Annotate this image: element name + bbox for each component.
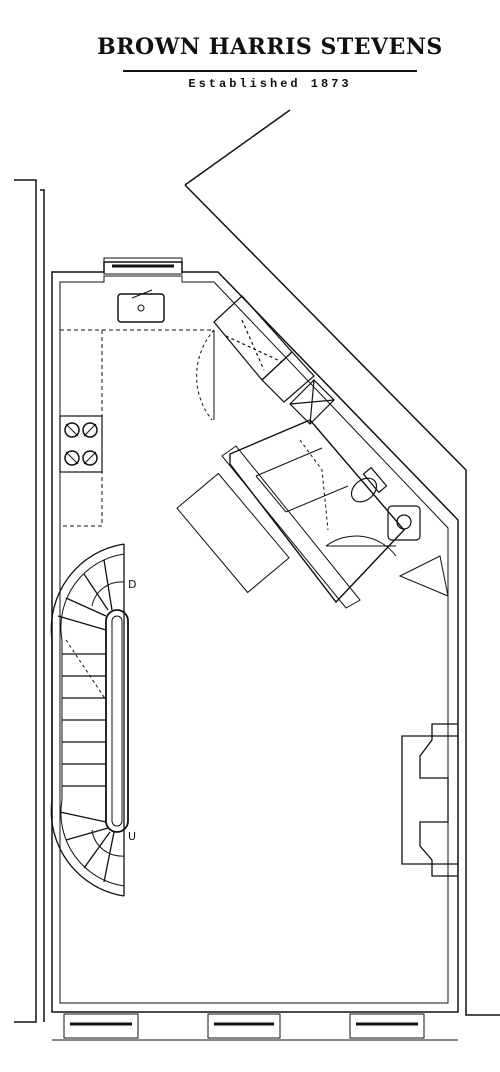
window-top <box>103 257 183 275</box>
interior-outline <box>59 275 449 1004</box>
shaft <box>289 379 335 425</box>
tagline: Established 1873 <box>188 77 352 91</box>
closet-block <box>213 295 315 403</box>
left-wall-outer <box>14 179 37 1023</box>
toilet <box>350 466 388 503</box>
bathtub <box>176 472 290 594</box>
brand-rule <box>123 70 417 72</box>
outer-diagonal-side <box>184 184 467 471</box>
right-wall-outer <box>465 470 500 1016</box>
bathroom <box>221 419 405 609</box>
door-swing-closet <box>196 329 215 421</box>
window-bottom-3 <box>349 1013 425 1039</box>
left-wall-inner <box>40 189 45 1022</box>
kitchen-sink <box>117 289 165 323</box>
exterior-outline <box>51 261 459 1013</box>
bath-door <box>325 535 397 557</box>
outer-diagonal-top <box>184 109 291 186</box>
window-bottom-2 <box>207 1013 281 1039</box>
brand-logo: BROWN HARRIS STEVENS <box>97 34 443 60</box>
bath-sink <box>387 505 421 541</box>
fireplace <box>401 723 458 877</box>
window-bottom-1 <box>63 1013 139 1039</box>
stair-down-label: D <box>128 578 136 591</box>
header: BROWN HARRIS STEVENS Established 1873 <box>0 0 500 110</box>
stair-up-label: U <box>128 830 136 843</box>
cooktop <box>59 415 103 473</box>
stair <box>50 543 129 897</box>
closet-corner <box>398 555 449 597</box>
